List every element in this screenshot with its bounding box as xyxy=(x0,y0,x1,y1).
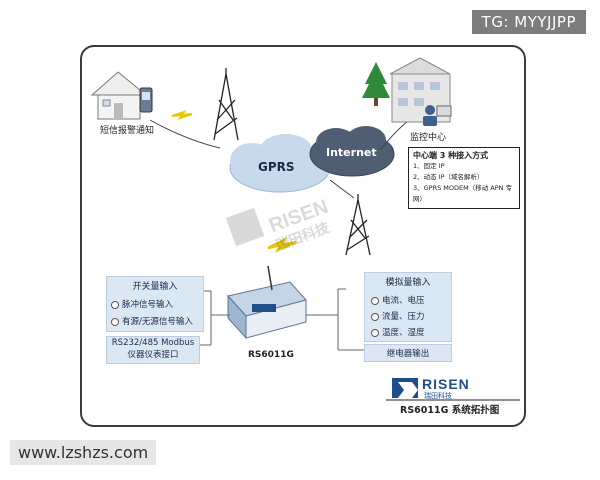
bullet-icon xyxy=(111,300,119,309)
building-icon xyxy=(389,57,451,123)
switch-input-panel: 开关量输入 脉冲信号输入 有源/无源信号输入 xyxy=(106,276,204,332)
device-rs6011g-icon xyxy=(227,265,307,340)
watermark-tg: TG: MYYJJPP xyxy=(471,10,586,34)
connector-lines xyxy=(200,288,364,351)
analog-input-item: 温度、湿度 xyxy=(371,326,451,338)
diagram-caption: RS6011G 系统拓扑图 xyxy=(400,405,500,416)
access-method-item: 2、动态 IP（域名解析） xyxy=(413,173,484,181)
bullet-icon xyxy=(371,328,379,337)
analog-input-panel: 模拟量输入 电流、电压 流量、压力 温度、湿度 xyxy=(364,272,452,342)
internet-label: Internet xyxy=(326,146,377,159)
signal-bolt-icon xyxy=(267,236,297,253)
access-methods-box: 中心端 3 种接入方式 1、固定 IP 2、动态 IP（域名解析） 3、GPRS… xyxy=(408,147,520,209)
sms-alarm-label: 短信报警通知 xyxy=(100,126,155,136)
phone-icon xyxy=(139,87,153,113)
house-icon xyxy=(90,71,148,120)
signal-bolt-icon xyxy=(171,110,193,120)
access-methods-title: 中心端 3 种接入方式 xyxy=(413,151,489,160)
access-method-item: 1、固定 IP xyxy=(413,162,445,170)
logo-word: RISEN xyxy=(422,376,470,392)
analog-input-title: 模拟量输入 xyxy=(385,278,431,288)
internet-cloud xyxy=(309,126,395,177)
cell-tower-icon xyxy=(345,194,371,256)
watermark-url: www.lzshzs.com xyxy=(10,440,157,465)
risen-watermark-logo xyxy=(225,207,265,247)
relay-output-label: 继电器输出 xyxy=(386,349,430,359)
monitor-center-label: 监控中心 xyxy=(410,133,447,143)
switch-input-item: 有源/无源信号输入 xyxy=(111,315,203,327)
device-label: RS6011G xyxy=(248,350,294,360)
tree-icon xyxy=(362,62,390,106)
rs485-line2: 仪器仪表接口 xyxy=(127,350,179,360)
rs485-panel: RS232/485 Modbus 仪器仪表接口 xyxy=(106,336,200,364)
gprs-label: GPRS xyxy=(258,160,295,174)
analog-input-item: 流量、压力 xyxy=(371,310,451,322)
logo-chinese: 瑞田科技 xyxy=(424,392,452,400)
cell-tower-icon xyxy=(213,68,239,141)
operator-icon xyxy=(423,105,452,126)
switch-input-title: 开关量输入 xyxy=(132,282,178,292)
bullet-icon xyxy=(111,317,119,326)
access-method-item: 3、GPRS MODEM（移动 APN 专网） xyxy=(413,184,513,203)
analog-input-item: 电流、电压 xyxy=(371,294,451,306)
bullet-icon xyxy=(371,296,379,305)
bullet-icon xyxy=(371,312,379,321)
rs485-line1: RS232/485 Modbus xyxy=(111,338,195,348)
relay-output-panel: 继电器输出 xyxy=(364,344,452,362)
risen-logo-icon xyxy=(392,378,418,398)
switch-input-item: 脉冲信号输入 xyxy=(111,298,203,310)
